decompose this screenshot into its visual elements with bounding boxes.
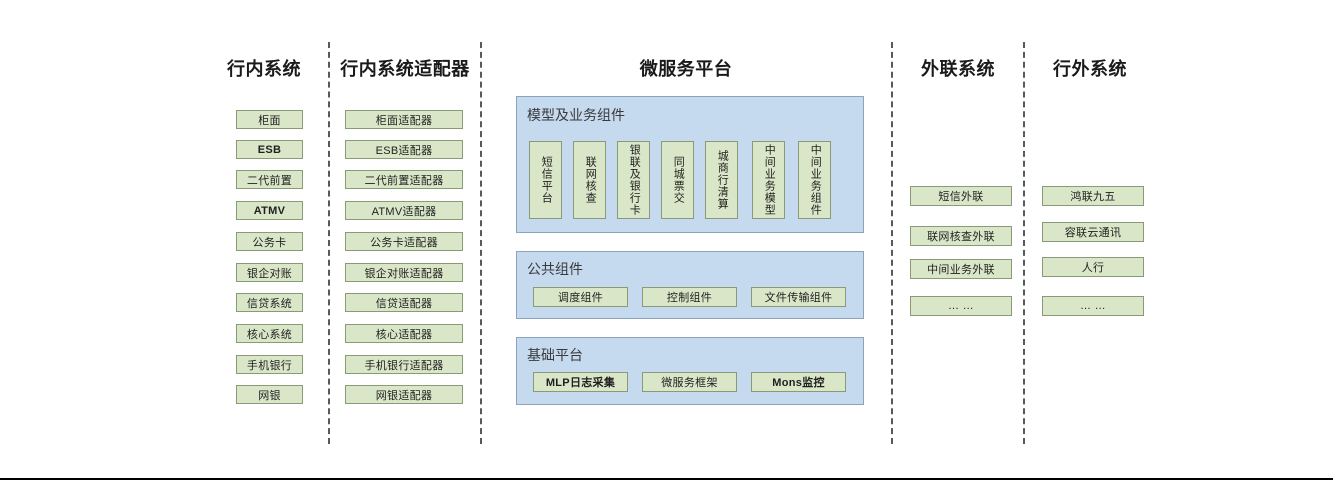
node-in-bank-system[interactable]: 银企对账 [236, 263, 303, 282]
node-model-component[interactable]: 短信平台 [529, 141, 562, 219]
node-in-bank-adapter[interactable]: 核心适配器 [345, 324, 463, 343]
node-in-bank-system[interactable]: ATMV [236, 201, 303, 220]
node-external-link-system[interactable]: 中间业务外联 [910, 259, 1012, 279]
column-divider-1 [328, 42, 330, 444]
column-header-in-bank-adapters: 行内系统适配器 [340, 59, 470, 79]
node-model-component[interactable]: 中间业务模型 [752, 141, 785, 219]
node-in-bank-system[interactable]: 二代前置 [236, 170, 303, 189]
node-out-of-bank-system[interactable]: 鸿联九五 [1042, 186, 1144, 206]
node-out-of-bank-system[interactable]: 人行 [1042, 257, 1144, 277]
node-model-component[interactable]: 银联及银行卡 [617, 141, 650, 219]
column-header-in-bank-systems: 行内系统 [227, 59, 301, 79]
node-public-component[interactable]: 调度组件 [533, 287, 628, 307]
node-out-of-bank-system[interactable]: … … [1042, 296, 1144, 316]
node-model-component[interactable]: 中间业务组件 [798, 141, 831, 219]
node-in-bank-adapter[interactable]: ESB适配器 [345, 140, 463, 159]
node-model-component[interactable]: 城商行清算 [705, 141, 738, 219]
node-public-component[interactable]: 控制组件 [642, 287, 737, 307]
node-in-bank-adapter[interactable]: 二代前置适配器 [345, 170, 463, 189]
node-in-bank-system[interactable]: 手机银行 [236, 355, 303, 374]
panel-title-model-and-business-components: 模型及业务组件 [527, 107, 625, 123]
panel-base-platform [516, 337, 864, 405]
column-divider-2 [480, 42, 482, 444]
node-in-bank-system[interactable]: 公务卡 [236, 232, 303, 251]
node-in-bank-system[interactable]: ESB [236, 140, 303, 159]
column-header-microservice-platform: 微服务平台 [639, 59, 733, 79]
node-base-platform-component[interactable]: Mons监控 [751, 372, 846, 392]
node-model-component[interactable]: 同城票交 [661, 141, 694, 219]
node-in-bank-adapter[interactable]: 银企对账适配器 [345, 263, 463, 282]
node-in-bank-system[interactable]: 核心系统 [236, 324, 303, 343]
node-external-link-system[interactable]: … … [910, 296, 1012, 316]
node-in-bank-adapter[interactable]: 柜面适配器 [345, 110, 463, 129]
node-in-bank-system[interactable]: 柜面 [236, 110, 303, 129]
node-in-bank-system[interactable]: 信贷系统 [236, 293, 303, 312]
panel-title-public-components: 公共组件 [527, 261, 583, 277]
column-header-out-of-bank-systems: 行外系统 [1053, 59, 1127, 79]
panel-public-components [516, 251, 864, 319]
node-model-component[interactable]: 联网核查 [573, 141, 606, 219]
node-public-component[interactable]: 文件传输组件 [751, 287, 846, 307]
panel-title-base-platform: 基础平台 [527, 347, 583, 363]
node-in-bank-adapter[interactable]: 网银适配器 [345, 385, 463, 404]
node-external-link-system[interactable]: 联网核查外联 [910, 226, 1012, 246]
column-divider-4 [1023, 42, 1025, 444]
bottom-rule [0, 478, 1333, 480]
column-divider-3 [891, 42, 893, 444]
node-in-bank-adapter[interactable]: ATMV适配器 [345, 201, 463, 220]
node-base-platform-component[interactable]: MLP日志采集 [533, 372, 628, 392]
node-out-of-bank-system[interactable]: 容联云通讯 [1042, 222, 1144, 242]
node-in-bank-adapter[interactable]: 公务卡适配器 [345, 232, 463, 251]
node-in-bank-adapter[interactable]: 手机银行适配器 [345, 355, 463, 374]
column-header-external-link-systems: 外联系统 [921, 59, 995, 79]
node-external-link-system[interactable]: 短信外联 [910, 186, 1012, 206]
node-in-bank-system[interactable]: 网银 [236, 385, 303, 404]
node-base-platform-component[interactable]: 微服务框架 [642, 372, 737, 392]
node-in-bank-adapter[interactable]: 信贷适配器 [345, 293, 463, 312]
